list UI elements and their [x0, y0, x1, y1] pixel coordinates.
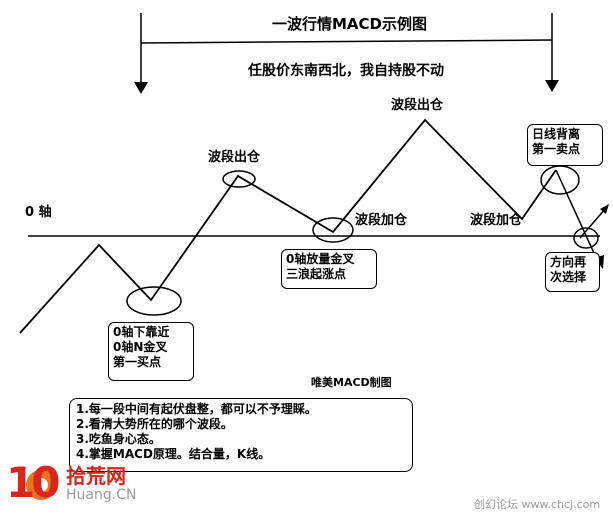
- note-item-1: 1.每一段中间有起伏盘整，都可以不予理睬。: [76, 402, 317, 416]
- callout-first-buy-line-2: 0轴N金叉: [113, 340, 168, 354]
- callout-direction: 方向再 次选择: [545, 252, 600, 292]
- callout-first-sell: 日线背离 第一卖点: [527, 124, 603, 166]
- header-right-arrowhead: [545, 80, 559, 92]
- note-item-4: 4.掌握MACD原理。结合量，K线。: [76, 447, 271, 461]
- branch-down-line: [555, 169, 600, 265]
- marker-band-out-1: [222, 170, 256, 188]
- callout-first-sell-line-2: 第一卖点: [532, 142, 581, 156]
- logo-text: 拾荒网: [66, 464, 126, 488]
- band-add-label-2: 波段加仓: [470, 213, 523, 228]
- marker-first-sell: [540, 165, 580, 195]
- marker-zero-gold: [312, 217, 354, 243]
- callout-direction-line-2: 次选择: [550, 270, 587, 284]
- callout-first-buy-line-1: 0轴下靠近: [113, 325, 170, 339]
- zero-axis-label: 0 轴: [25, 205, 52, 220]
- callout-zero-gold-line-1: 0轴放量金叉: [286, 252, 355, 266]
- author-label: 唯美MACD制图: [311, 376, 392, 389]
- band-add-label-1: 波段加仓: [355, 213, 408, 228]
- logo-domain: Huang.CN: [66, 487, 137, 503]
- branch-up-arrowhead: [600, 204, 609, 214]
- logo-number: 10: [6, 458, 60, 507]
- marker-first-buy: [126, 286, 182, 316]
- notes-box: 1.每一段中间有起伏盘整，都可以不予理睬。 2.看清大势所在的哪个波段。 3.吃…: [69, 398, 413, 472]
- callout-first-buy-line-3: 第一买点: [113, 355, 162, 369]
- diagram-subtitle: 任股价东南西北，我自持股不动: [248, 63, 444, 79]
- callout-direction-line-1: 方向再: [550, 255, 587, 269]
- branch-up-line: [579, 207, 607, 239]
- diagram-title: 一波行情MACD示例图: [272, 15, 427, 33]
- callout-first-buy: 0轴下靠近 0轴N金叉 第一买点: [108, 322, 194, 381]
- footer-watermark: 创幻论坛 www.chcj.com: [474, 498, 601, 511]
- header-bracket-line: [140, 39, 553, 44]
- band-out-label-1: 波段出仓: [208, 150, 261, 165]
- macd-wave-path: [19, 118, 557, 334]
- band-out-label-2: 波段出仓: [391, 98, 444, 113]
- callout-first-sell-line-1: 日线背离: [532, 127, 581, 141]
- header-left-arrowhead: [134, 82, 148, 94]
- logo-gear-hole: [34, 478, 48, 492]
- callout-zero-gold-line-2: 三浪起涨点: [286, 267, 347, 281]
- note-item-2: 2.看清大势所在的哪个波段。: [76, 417, 233, 431]
- marker-direction: [573, 227, 599, 249]
- callout-zero-gold: 0轴放量金叉 三浪起涨点: [281, 249, 377, 289]
- note-item-3: 3.吃鱼身心态。: [76, 432, 161, 446]
